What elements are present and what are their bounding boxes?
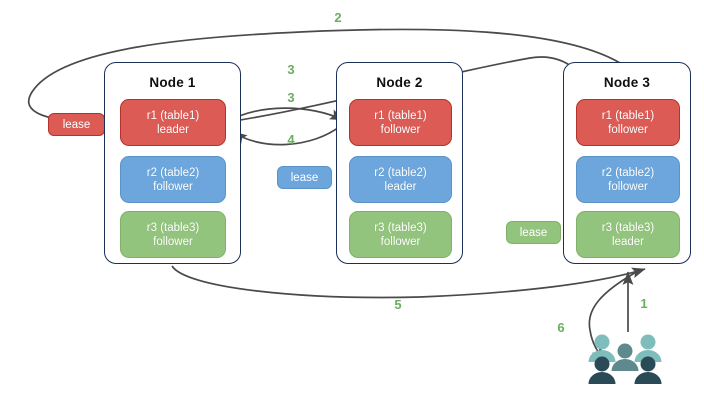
step-label-6: 6 bbox=[557, 320, 565, 335]
node-title: Node 2 bbox=[376, 75, 423, 90]
lease-label: lease bbox=[519, 226, 548, 239]
replica-role: follower bbox=[608, 123, 648, 136]
edge-step-4 bbox=[233, 123, 344, 146]
replica-role: leader bbox=[612, 235, 644, 248]
replica-card-node1-r1[interactable]: r1 (table1) leader bbox=[120, 99, 226, 146]
step-label-5: 5 bbox=[394, 297, 402, 312]
replica-role: follower bbox=[608, 180, 648, 193]
lease-label: lease bbox=[290, 171, 319, 184]
replica-name: r2 (table2) bbox=[601, 166, 655, 179]
replica-role: follower bbox=[153, 180, 193, 193]
replica-name: r2 (table2) bbox=[374, 166, 427, 179]
step-label-4: 4 bbox=[287, 132, 295, 147]
node-title: Node 1 bbox=[149, 75, 196, 90]
people-group-icon bbox=[588, 334, 662, 384]
node-title: Node 3 bbox=[603, 75, 651, 90]
node-container-node1[interactable]: Node 1 r1 (table1) leader r2 (table2) fo… bbox=[104, 62, 241, 264]
replica-role: leader bbox=[384, 180, 417, 193]
replica-card-node3-r1[interactable]: r1 (table1) follower bbox=[576, 99, 680, 146]
replica-card-node1-r3[interactable]: r3 (table3) follower bbox=[120, 211, 226, 258]
lease-chip-table3[interactable]: lease bbox=[506, 221, 561, 244]
replica-card-node2-r3[interactable]: r3 (table3) follower bbox=[349, 211, 452, 258]
lease-chip-table1[interactable]: lease bbox=[48, 113, 105, 136]
replica-card-node3-r3[interactable]: r3 (table3) leader bbox=[576, 211, 680, 258]
lease-label: lease bbox=[62, 118, 91, 131]
replica-role: leader bbox=[157, 123, 189, 136]
edge-step-2 bbox=[27, 28, 621, 129]
step-label-2: 2 bbox=[334, 10, 342, 25]
replica-role: follower bbox=[380, 123, 421, 136]
step-label-3a: 3 bbox=[287, 62, 295, 77]
replica-name: r2 (table2) bbox=[146, 166, 200, 179]
node-container-node3[interactable]: Node 3 r1 (table1) follower r2 (table2) … bbox=[563, 62, 691, 264]
replica-card-node2-r2[interactable]: r2 (table2) leader bbox=[349, 156, 452, 203]
replica-name: r1 (table1) bbox=[374, 109, 427, 122]
replica-card-node1-r2[interactable]: r2 (table2) follower bbox=[120, 156, 226, 203]
replica-name: r1 (table1) bbox=[146, 109, 200, 122]
replica-name: r3 (table3) bbox=[374, 221, 427, 234]
replica-name: r1 (table1) bbox=[601, 109, 655, 122]
replica-name: r3 (table3) bbox=[601, 221, 655, 234]
node-container-node2[interactable]: Node 2 r1 (table1) follower r2 (table2) … bbox=[336, 62, 463, 264]
lease-chip-table2[interactable]: lease bbox=[277, 166, 332, 189]
replica-name: r3 (table3) bbox=[146, 221, 200, 234]
step-label-3b: 3 bbox=[287, 90, 295, 105]
replica-role: follower bbox=[153, 235, 193, 248]
replica-role: follower bbox=[380, 235, 421, 248]
step-label-1: 1 bbox=[640, 296, 648, 311]
replica-card-node2-r1[interactable]: r1 (table1) follower bbox=[349, 99, 452, 146]
replica-card-node3-r2[interactable]: r2 (table2) follower bbox=[576, 156, 680, 203]
edge-step-5 bbox=[171, 265, 646, 299]
